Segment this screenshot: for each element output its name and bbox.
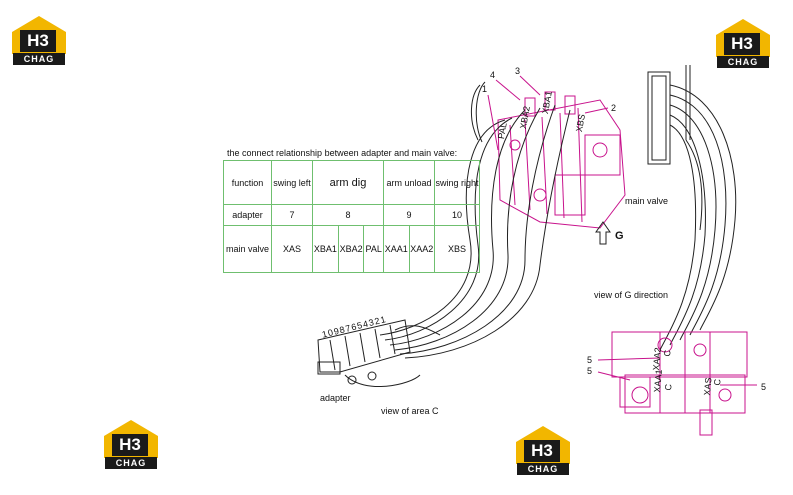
- logo-mark: H3: [731, 34, 753, 53]
- logo-mark: H3: [531, 441, 553, 460]
- view-g-label: view of G direction: [594, 290, 669, 300]
- table-row-function: function swing left arm dig arm unload s…: [223, 160, 480, 205]
- logo-brand: CHAG: [717, 56, 769, 68]
- table-cell-adapter-7: 7: [271, 204, 313, 226]
- logo-mark: H3: [27, 31, 49, 50]
- table-header-adapter: adapter: [223, 204, 272, 226]
- logo-bottom-center: H3 CHAG: [514, 424, 572, 476]
- callout-2: 2: [611, 103, 617, 113]
- logo-brand: CHAG: [105, 457, 157, 469]
- logo-house-icon: [12, 16, 66, 54]
- logo-top-left: H3 CHAG: [10, 14, 68, 66]
- table-cell-pal: PAL: [363, 225, 384, 273]
- port-c-c: C: [712, 378, 723, 386]
- logo-brand: CHAG: [13, 53, 65, 65]
- table-row-adapter: adapter 7 8 9 10: [223, 204, 480, 226]
- callout-3: 3: [515, 66, 521, 76]
- connection-table: function swing left arm dig arm unload s…: [223, 160, 480, 273]
- adapter-label: adapter: [320, 393, 351, 403]
- table-row-main-valve: main valve XAS XBA1 XBA2 PAL XAA1 XAA2 X…: [223, 225, 480, 273]
- table-cell-xba1: XBA1: [312, 225, 339, 273]
- table-cell-adapter-10: 10: [434, 204, 480, 226]
- logo-house-icon: [716, 19, 770, 57]
- main-valve-label: main valve: [625, 196, 669, 206]
- logo-brand: CHAG: [517, 463, 569, 475]
- port-c-a: C: [662, 349, 673, 357]
- callout-5-b: 5: [587, 366, 593, 376]
- callout-4: 4: [490, 70, 496, 80]
- g-arrow-label: G: [615, 230, 624, 242]
- manifold-block: [647, 65, 691, 165]
- table-cell-adapter-8: 8: [312, 204, 384, 226]
- table-caption: the connect relationship between adapter…: [227, 148, 458, 158]
- callout-1: 1: [482, 84, 488, 94]
- callout-5-a: 5: [587, 355, 593, 365]
- logo-house-icon: [104, 420, 158, 458]
- table-cell-xba2: XBA2: [337, 225, 365, 273]
- port-c-b: C: [663, 383, 674, 391]
- table-cell-swing-right: swing right: [434, 160, 480, 205]
- table-header-function: function: [223, 160, 272, 205]
- callout-leaders: [487, 75, 757, 386]
- table-cell-xbs: XBS: [434, 225, 480, 273]
- table-cell-swing-left: swing left: [271, 160, 313, 205]
- table-header-main-valve: main valve: [223, 225, 272, 273]
- logo-house-icon: [516, 426, 570, 464]
- table-cell-xaa1: XAA1: [383, 225, 410, 273]
- main-valve-body: [497, 91, 626, 229]
- hoses-to-g-valve: [659, 84, 737, 351]
- adapter-assembly: [317, 319, 441, 388]
- table-cell-arm-unload: arm unload: [383, 160, 435, 205]
- table-cell-arm-dig: arm dig: [312, 160, 384, 205]
- table-cell-adapter-9: 9: [383, 204, 435, 226]
- logo-mark: H3: [119, 435, 141, 454]
- view-area-c-label: view of area C: [381, 406, 439, 416]
- logo-top-right: H3 CHAG: [714, 17, 772, 69]
- callout-5-c: 5: [761, 382, 767, 392]
- table-cell-xaa2: XAA2: [408, 225, 435, 273]
- logo-bottom-left: H3 CHAG: [102, 418, 160, 470]
- g-direction-valve: [611, 331, 748, 436]
- port-xaa2: XAA2: [651, 347, 663, 371]
- table-cell-xas: XAS: [271, 225, 313, 273]
- g-arrow-icon: [595, 221, 611, 245]
